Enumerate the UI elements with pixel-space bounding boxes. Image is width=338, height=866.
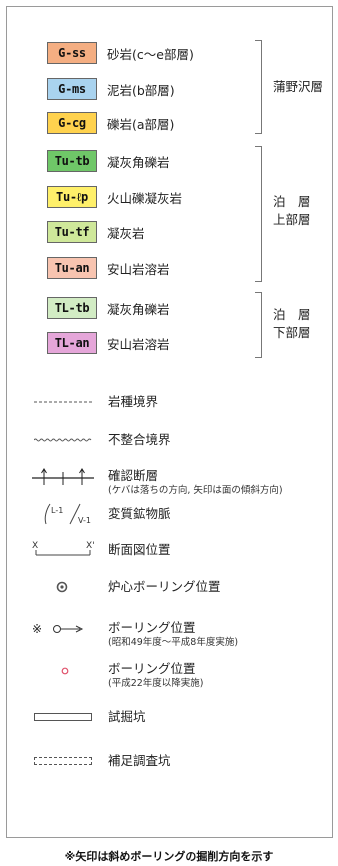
boring-new-label: ボーリング位置 (平成22年度以降実施) [108, 661, 204, 690]
unit-row-g-ms: G-ms 泥岩(b部層) [47, 76, 175, 102]
boring-new-note: (平成22年度以降実施) [108, 678, 204, 689]
unit-row-g-cg: G-cg 礫岩(a部層) [47, 110, 174, 136]
tomari-upper-label-1: 泊 層 [273, 194, 311, 209]
unit-swatch: G-ms [47, 78, 97, 100]
supplementary-pit-icon [34, 757, 92, 765]
vein-label: 変質鉱物脈 [108, 506, 171, 521]
boring-old-label: ボーリング位置 (昭和49年度～平成8年度実施) [108, 620, 238, 649]
supplementary-pit-label: 補足調査坑 [108, 753, 171, 768]
unit-label: 礫岩(a部層) [107, 116, 175, 132]
section-line-icon: X X' [32, 541, 95, 556]
footnote: ※矢印は斜めボーリングの掘削方向を示す [64, 850, 274, 863]
unit-code: TL-tb [54, 301, 90, 315]
section-label: 断面図位置 [108, 542, 171, 557]
unit-label: 凝灰角礫岩 [107, 154, 170, 170]
boring-new-icon [61, 667, 69, 675]
unit-swatch: Tu-tb [47, 150, 97, 172]
legend-frame [6, 6, 333, 838]
unit-swatch: Tu-ℓp [47, 186, 97, 208]
unit-code: Tu-ℓp [56, 189, 88, 204]
test-pit-label: 試掘坑 [108, 709, 146, 724]
fault-note: (ケバは落ちの方向, 矢印は面の傾斜方向) [108, 485, 283, 496]
fault-title: 確認断層 [108, 468, 159, 483]
unit-row-tu-an: Tu-an 安山岩溶岩 [47, 255, 170, 281]
tomari-lower-label-1: 泊 層 [273, 307, 311, 322]
test-pit-icon [34, 713, 92, 721]
unit-code: Tu-tf [54, 225, 90, 239]
boring-old-note: (昭和49年度～平成8年度実施) [108, 637, 239, 648]
unit-swatch: G-cg [47, 112, 97, 134]
unit-row-tu-tb: Tu-tb 凝灰角礫岩 [47, 148, 170, 174]
section-end-x: X [32, 541, 38, 551]
unit-label: 泥岩(b部層) [107, 82, 175, 98]
unit-swatch: TL-an [47, 332, 97, 354]
rock-boundary-line-icon [34, 401, 92, 403]
tomari-upper-bracket [255, 146, 262, 282]
unit-code: G-ss [58, 46, 86, 60]
unit-row-tu-tf: Tu-tf 凝灰岩 [47, 219, 145, 245]
fault-line-icon [32, 468, 94, 485]
unit-row-tu-lp: Tu-ℓp 火山礫凝灰岩 [47, 184, 182, 210]
unit-code: Tu-an [54, 261, 90, 275]
unit-label: 凝灰角礫岩 [107, 301, 170, 317]
unit-label: 砂岩(c～e部層) [107, 46, 194, 62]
fault-label: 確認断層 (ケバは落ちの方向, 矢印は面の傾斜方向) [108, 468, 283, 497]
unit-row-g-ss: G-ss 砂岩(c～e部層) [47, 40, 194, 66]
kamanosawa-formation-label: 蒲野沢層 [273, 79, 324, 94]
tomari-lower-bracket [255, 292, 262, 358]
unit-swatch: Tu-tf [47, 221, 97, 243]
unit-code: G-ms [58, 82, 86, 96]
boring-arrow-icon [53, 625, 84, 633]
unit-label: 安山岩溶岩 [107, 261, 170, 277]
unit-swatch: G-ss [47, 42, 97, 64]
unconformity-wavy-line-icon [34, 438, 92, 442]
unit-code: Tu-tb [54, 154, 90, 168]
unit-code: TL-an [54, 336, 90, 350]
boring-new-title: ボーリング位置 [108, 661, 196, 676]
vein-label-l1: L-1 [51, 506, 63, 515]
unit-row-tl-tb: TL-tb 凝灰角礫岩 [47, 295, 170, 321]
boring-note-mark: ※ [32, 622, 43, 636]
kamanosawa-bracket [255, 40, 262, 134]
unit-label: 安山岩溶岩 [107, 336, 170, 352]
tomari-upper-label-2: 上部層 [273, 212, 311, 227]
core-boring-icon [56, 581, 68, 593]
unconformity-label: 不整合境界 [108, 432, 171, 447]
tomari-lower-label-2: 下部層 [273, 325, 311, 340]
boring-old-title: ボーリング位置 [108, 620, 196, 635]
rock-boundary-label: 岩種境界 [108, 394, 159, 409]
core-boring-label: 炉心ボーリング位置 [108, 579, 221, 594]
unit-row-tl-an: TL-an 安山岩溶岩 [47, 330, 170, 356]
unit-code: G-cg [58, 116, 86, 130]
vein-label-v1: V-1 [78, 516, 91, 525]
unit-label: 火山礫凝灰岩 [107, 190, 183, 206]
section-end-x-prime: X' [86, 541, 95, 551]
altered-vein-icon: L-1 V-1 [44, 503, 91, 525]
unit-label: 凝灰岩 [107, 225, 145, 241]
unit-swatch: Tu-an [47, 257, 97, 279]
unit-swatch: TL-tb [47, 297, 97, 319]
